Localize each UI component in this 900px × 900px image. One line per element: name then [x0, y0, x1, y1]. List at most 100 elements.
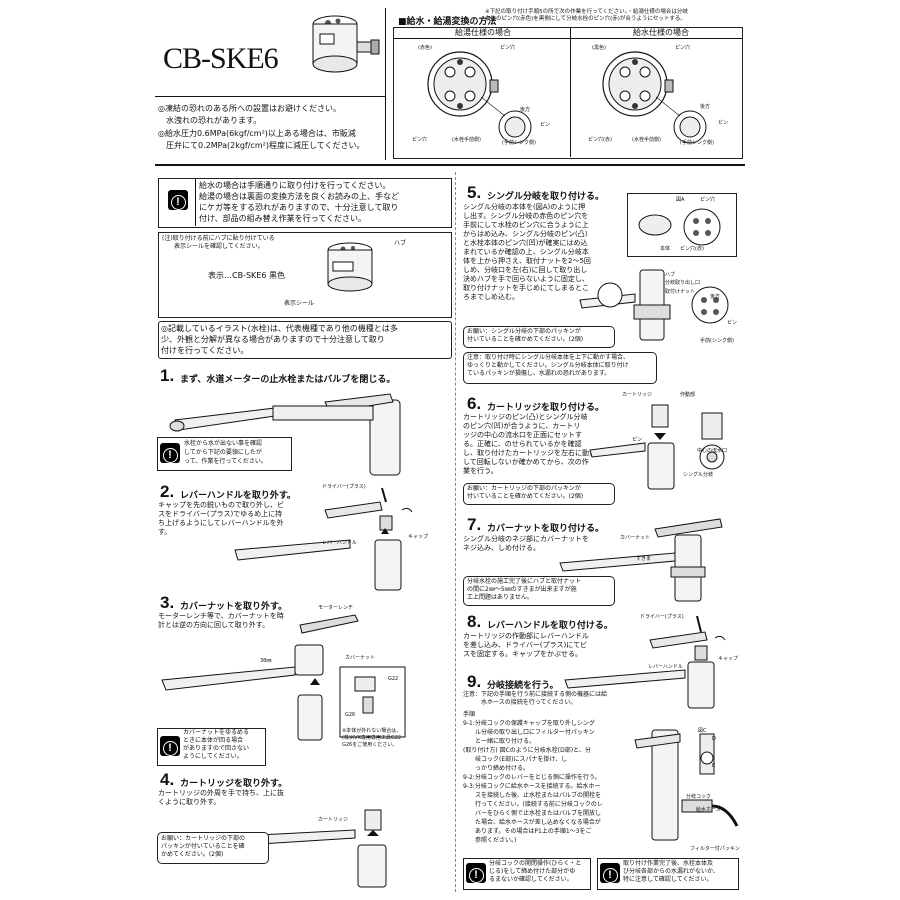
step5-rear-label: 後方 [710, 294, 721, 300]
step5-body-label: 本体 [660, 246, 671, 252]
page-divider [155, 164, 745, 166]
step2-text-4: す。 [158, 528, 172, 536]
step3-warn-4: ようにしてください。 [183, 753, 243, 760]
step3-g26-label: G26 [345, 712, 356, 718]
hot-diagram [427, 51, 532, 144]
step5-title: シングル分岐を取り付ける。 [487, 192, 605, 202]
step5-text-3: 手前にして水栓のピン穴に合うように上 [463, 221, 589, 229]
step9-text-1: 手順 [463, 711, 476, 718]
hot-red: (赤色) [418, 45, 432, 51]
step8-lever-label: レバーハンドル [648, 664, 683, 670]
step5-nut-label: 取付けナット [665, 289, 696, 295]
hot-pin-hole: ピン穴 [500, 45, 516, 51]
step7-gap-label: すきま [636, 556, 652, 562]
step7-nut-label: カバーナット [620, 535, 651, 541]
notice-line-2: 給湯の場合は裏面の変換方法を良くお読みの上、手など [199, 192, 399, 201]
step6-text-4: る。正確に、のせられているかを確認 [463, 440, 582, 448]
step9-d-label: D [712, 736, 716, 742]
step1-warn-2: してから下記の要領にしたが [184, 449, 262, 456]
step9-warn-b-3: 特に注意して確認してください。 [623, 876, 713, 883]
step5-text-9: 決めハブを手で回らないように固定し、 [463, 275, 589, 283]
step9-text-9: 9-3:分岐コックに給水ホースを接続する。給水ホー [463, 783, 601, 790]
step8-driver-label: ドライバー(プラス) [640, 614, 684, 620]
step3-tool-2: (株)KVK専用専用工具G22・ [342, 735, 407, 741]
step6-cart-label: カートリッジ [622, 392, 653, 398]
step6-text-3: ッジの中心の流水口を正面にセットす [463, 431, 582, 439]
header-divider [155, 96, 385, 97]
step9-fig-c-label: 図C [698, 728, 707, 734]
step9-warn-a-2: じる)をして締め付けた部分がゆ [489, 868, 576, 875]
step3-illustration [161, 614, 406, 741]
step9-warn-b-2: び分岐各部からの水漏れがないか、 [623, 868, 719, 875]
step7-title: カバーナットを取り付ける。 [487, 524, 605, 534]
conversion-header-line [393, 38, 743, 39]
header-warning-1: ◎凍結の恐れのある所への設置はお避けください。 [158, 104, 341, 113]
step7-note-3: 工上問題はありません。 [467, 594, 533, 601]
step8-cap-label: キャップ [718, 656, 739, 662]
step5-hub-label: ハブ [665, 272, 676, 278]
step9-text-5: (取り付け方) 図Cのように分岐水栓(D部)と、分 [463, 747, 591, 754]
step9-text-11: 行ってください。(接続する前に分岐コックのレ [463, 801, 603, 808]
step1-faucet-illustration [169, 393, 401, 476]
step5-note-1: お願い：シングル分岐の下部のパッキンが [467, 328, 581, 335]
step5-text-5: と水栓本体のピン穴(凹)が確実にはめ込 [463, 239, 588, 247]
step6-title: カートリッジを取り付ける。 [487, 403, 605, 413]
step9-cock-label: 分岐コック [686, 794, 712, 800]
hub-illustration [327, 242, 373, 292]
label-check-box [158, 232, 452, 318]
step1-warning-icon: ! [160, 443, 180, 463]
cold-pin-hole-2: ピン穴(赤) [588, 137, 612, 143]
step4-number: 4. [160, 770, 175, 789]
cold-hand: (手前シンク側) [680, 140, 714, 146]
step3-warn-3: がありますので回さない [183, 745, 250, 752]
step8-text-2: を差し込み、ドライバー(プラス)にてビ [463, 641, 588, 649]
step9-text-2: 9-1:分岐コックの保護キャップを取り外しシング [463, 720, 595, 727]
step9-text-10: スを接続した後、止水栓またはバルブの開栓を [463, 792, 602, 799]
step9-warning-b-box [597, 858, 739, 890]
step1-warn-1: 水栓から水が出ない事を確認 [184, 440, 263, 447]
step3-nut-label: カバーナット [345, 655, 376, 661]
step8-text-3: スを固定する。キャップをかぶせる。 [463, 650, 582, 658]
step3-warning-box [157, 728, 266, 766]
step4-note-1: お願い：カートリッジの下部の [161, 835, 246, 842]
step9-warn-b-1: 取り付け作業完了後、水栓本体及 [623, 860, 714, 867]
step1-title: まず、水道メーターの止水栓またはバルブを閉じる。 [180, 375, 396, 385]
step9-text-12: バーをひらく側で止水栓またはバルブを開放し [463, 810, 602, 817]
step1-number: 1. [160, 366, 175, 385]
step5-text-6: まれているか確認の上、シングル分岐本 [463, 248, 589, 256]
step9-filter-label: フィルター付パッキン [690, 846, 740, 852]
step8-text-1: カートリッジの作動部にレバーハンドル [463, 632, 589, 640]
step9-number: 9. [467, 672, 482, 691]
step3-text-1: モーターレンチ等で、カバーナットを時 [158, 612, 284, 620]
step5-fig-a-label: 図A [676, 197, 685, 203]
cold-label: 給水仕様の場合 [633, 28, 689, 37]
step2-text-2: スをドライバー(プラス)でゆるめ上に持 [158, 510, 283, 518]
hot-rear: 後方 [520, 107, 531, 113]
step1-warn-3: って、作業を行ってください。 [184, 458, 267, 465]
step9-text-14: あります。その場合はP1上の手順1～3をご [463, 828, 592, 835]
step5-number: 5. [467, 183, 482, 202]
step9-text-3: ル分岐の取り出し口にフィルター付パッキン [463, 729, 595, 736]
step9-text-15: 参照ください。) [463, 837, 517, 844]
step9-title: 分岐接続を行う。 [487, 681, 559, 691]
step7-illustration [559, 518, 723, 602]
step3-warning-icon: ! [160, 736, 180, 756]
step5-text-10: 取り付けナットを手じめにてしまるとこ [463, 284, 589, 292]
step9-text-4: と一緒に取り付ける。 [463, 738, 536, 745]
notice-divider [195, 178, 196, 226]
step2-text-1: キャップを先の鋭いもので取り外し、ビ [158, 501, 284, 509]
step9-text-7: っかり締め付ける。 [463, 765, 530, 772]
step4-note-3: かめてください。(2個) [161, 851, 224, 858]
cold-diagram [602, 51, 707, 144]
step2-number: 2. [160, 482, 175, 501]
label-hub: ハブ [394, 240, 407, 247]
step7-note-1: 分岐水栓の施工完了後にハブと取付ナット [467, 578, 582, 585]
step6-pin-label: ピン [632, 437, 643, 443]
notice-line-1: 給水の場合は手順通りに取り付けを行ってください。 [199, 181, 391, 190]
step2-lever-label: レバーハンドル [322, 540, 357, 546]
label-check-line-2: 表示シールを確認してください。 [162, 243, 264, 250]
notice-warning-icon: ! [168, 190, 188, 210]
step6-text-5: し、取り付けたカートリッジを左右に動か [463, 449, 596, 457]
step3-title: カバーナットを取り外す。 [180, 602, 288, 612]
